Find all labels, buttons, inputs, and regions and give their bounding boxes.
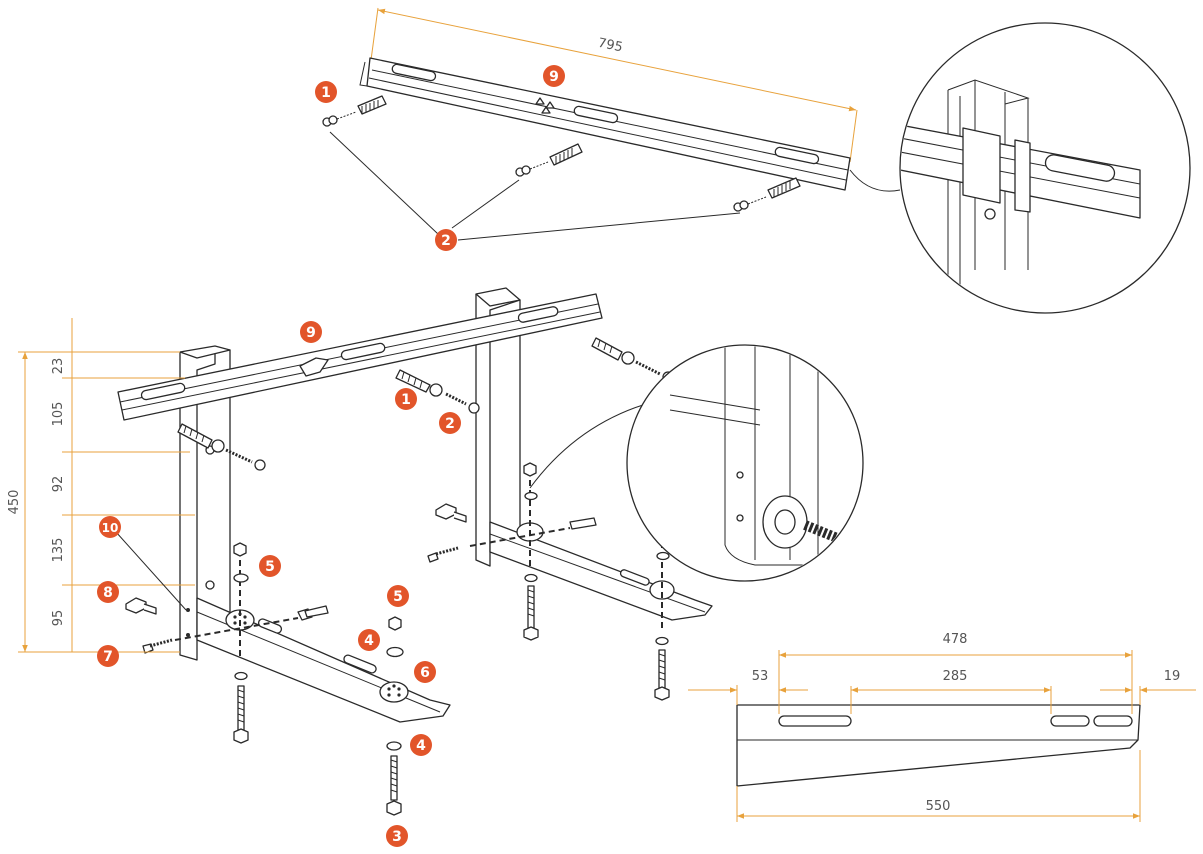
washer-icon [233,573,249,583]
top-rail [366,57,851,191]
rail-slot [140,382,186,401]
badge-4-lower: 4 [410,734,432,756]
svg-text:10: 10 [102,521,119,535]
svg-text:1: 1 [321,85,331,101]
svg-text:6: 6 [420,665,430,681]
badge-9-top: 9 [543,65,565,87]
badge-5-left: 5 [259,555,281,577]
badge-2-main: 2 [439,412,461,434]
svg-text:4: 4 [364,633,374,649]
svg-text:9: 9 [549,69,559,85]
anchor-bolt-main-2 [591,337,674,383]
rail-bolt-icon [535,97,555,114]
rail-slot [517,306,559,323]
rail-slot [391,63,437,82]
dim-label-105: 105 [51,402,66,427]
extension-line [370,7,379,61]
badge-1-top: 1 [315,81,337,103]
vibration-pad [379,681,409,703]
zoom-circle [626,344,864,582]
badge-4-upper: 4 [358,629,380,651]
dim-label-450: 450 [7,490,22,515]
rail-slot [573,105,619,124]
arm-profile-drawing: 478 53 285 19 550 [688,632,1196,822]
badge-3: 3 [386,825,408,847]
nut-icon [388,616,402,631]
svg-text:2: 2 [445,416,455,432]
anchor-bolt-middle [515,143,583,177]
svg-text:7: 7 [103,649,113,665]
badge-9-main: 9 [300,321,322,343]
svg-text:1: 1 [401,392,411,408]
svg-text:4: 4 [416,738,426,754]
dim-label-135: 135 [51,538,66,563]
dimension-line-795 [377,8,857,112]
extension-line [849,109,858,163]
part-badges: 1 9 2 9 1 2 10 5 8 5 4 6 7 4 3 [97,65,565,847]
right-post [475,294,521,567]
svg-text:9: 9 [306,325,316,341]
dim-label-53: 53 [752,669,769,684]
wing-nut [299,357,329,377]
anchor-bolt-main-3 [177,423,266,471]
dim-label-19: 19 [1164,669,1181,684]
main-assembly [117,287,713,816]
anchor-bolt-right [733,177,801,212]
anchor-bolt-main-1 [395,369,480,414]
badge-7: 7 [97,645,119,667]
dim-label-92: 92 [51,476,66,493]
rail-slot [774,146,820,165]
badge-6: 6 [414,661,436,683]
washer-icon [386,741,402,751]
dim-label-478: 478 [943,632,968,647]
anchor-bolt-left [322,95,387,127]
dim-label-795: 795 [597,36,624,56]
dim-label-550: 550 [926,799,951,814]
badge-8: 8 [97,581,119,603]
badge-1-main: 1 [395,388,417,410]
nut-icon [233,542,247,557]
dim-label-23: 23 [51,358,66,375]
badge-2-top: 2 [435,229,457,251]
height-dimensions: 450 23 105 92 135 95 [7,318,195,653]
badge-10: 10 [99,516,121,538]
bolt-head-icon [125,597,147,614]
detail-zoom-vibration [529,344,864,582]
svg-text:3: 3 [392,829,402,845]
rail-slot [340,342,386,361]
svg-text:5: 5 [393,589,403,605]
badge-5-right: 5 [387,585,409,607]
svg-text:5: 5 [265,559,275,575]
dim-label-95: 95 [51,610,66,627]
svg-text:8: 8 [103,585,113,601]
top-rail-group: 795 [322,7,858,241]
detail-zoom-rail [849,22,1191,314]
svg-text:2: 2 [441,233,451,249]
dim-label-285: 285 [943,669,968,684]
